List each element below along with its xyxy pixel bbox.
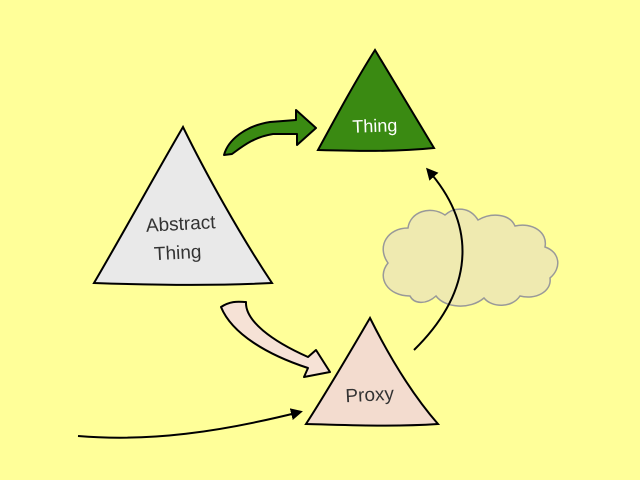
proxy-node[interactable] — [304, 315, 441, 427]
abstract-thing-label-line2: Thing — [153, 242, 202, 265]
incoming-arrow — [77, 408, 303, 439]
cloud-overlay-segment — [451, 231, 471, 303]
abstract-thing-node[interactable] — [92, 124, 274, 286]
thing-node[interactable] — [316, 48, 436, 152]
pink-arrow — [220, 300, 331, 378]
proxy-label: Proxy — [345, 384, 395, 408]
abstract-thing-label-line1: Abstract — [145, 212, 216, 237]
cloud-icon — [382, 208, 559, 307]
proxy-to-thing-arrow — [413, 167, 464, 351]
thing-label: Thing — [352, 115, 398, 137]
green-arrow — [223, 109, 317, 156]
